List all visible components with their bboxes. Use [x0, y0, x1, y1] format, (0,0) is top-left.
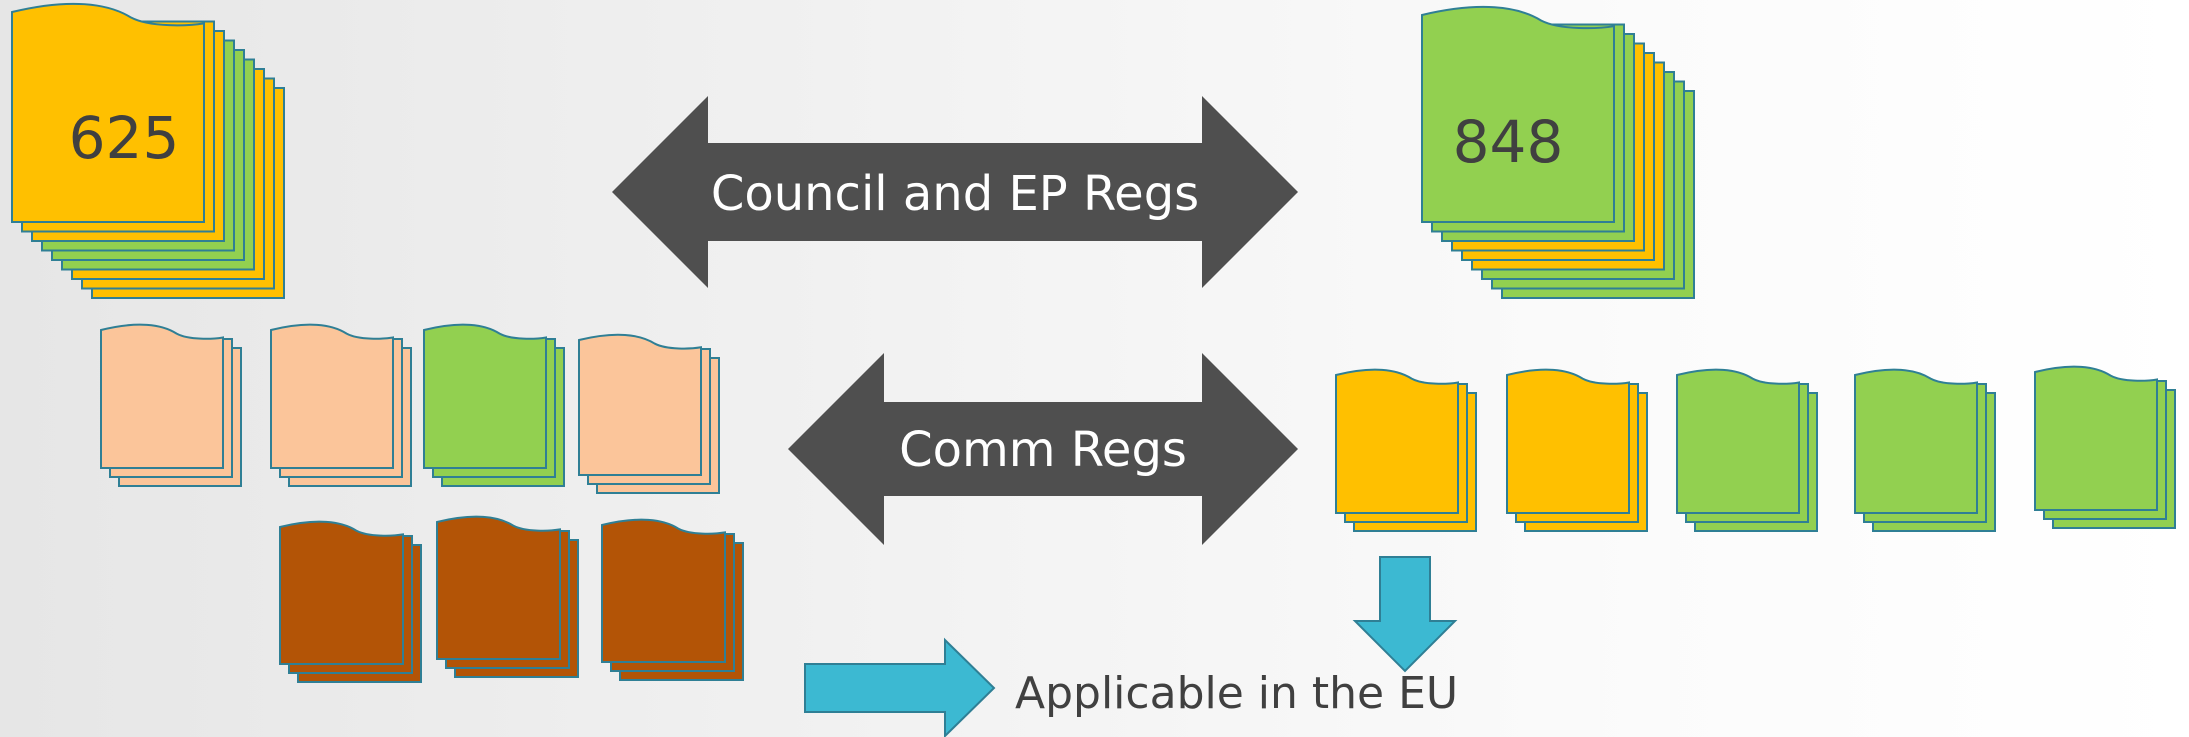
comm-regs-arrow-shape — [788, 353, 1298, 545]
legend-label: Applicable in the EU — [1015, 668, 1458, 719]
council-ep-regs-label: Council and EP Regs — [711, 166, 1199, 222]
right-small-stack-front-page — [1506, 368, 1630, 514]
left-small-stack-front-page — [270, 323, 394, 469]
right-small-stack-front-page — [2034, 365, 2158, 511]
comm-regs-label: Comm Regs — [899, 422, 1187, 478]
left-brown-stack-front-page — [279, 520, 404, 665]
council-ep-regs-arrow: Council and EP Regs — [612, 96, 1298, 288]
comm-regs-arrow: Comm Regs — [788, 353, 1298, 545]
left-small-stack-front-page — [100, 323, 224, 469]
left-brown-stack-front-page — [601, 518, 726, 663]
applicable-down-arrow — [1352, 556, 1458, 673]
right-big-stack-front-page — [1421, 5, 1615, 223]
legend-arrow-icon — [804, 637, 996, 737]
council-ep-regs-arrow-shape — [612, 96, 1298, 288]
left-stack-count: 625 — [69, 104, 180, 172]
document-stacks — [11, 2, 2176, 683]
right-stack-count: 848 — [1453, 108, 1564, 176]
right-small-stack-front-page — [1854, 368, 1978, 514]
left-big-stack-front-page — [11, 2, 205, 223]
right-small-stack-front-page — [1676, 368, 1800, 514]
right-small-stack-front-page — [1335, 368, 1459, 514]
left-brown-stack-front-page — [436, 515, 561, 660]
legend: Applicable in the EU — [804, 637, 1458, 737]
left-small-stack-front-page — [578, 333, 702, 476]
left-small-stack-front-page — [423, 323, 547, 469]
